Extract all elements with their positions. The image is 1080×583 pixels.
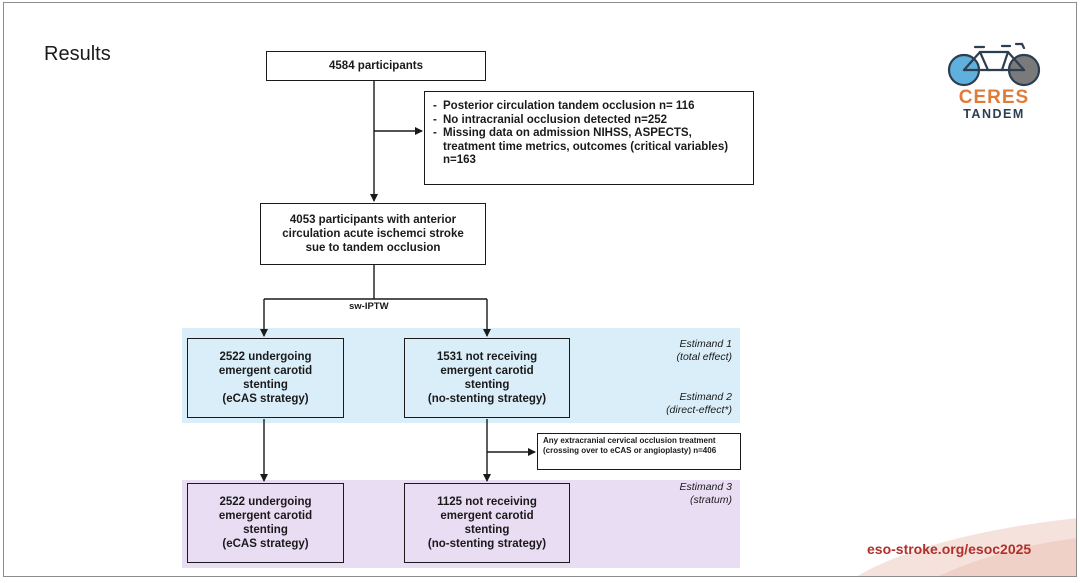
no-stenting-group-line: stenting <box>464 379 510 391</box>
ecas-group-line: 2522 undergoing <box>219 351 312 363</box>
sw-iptw-label: sw-IPTW <box>349 301 389 312</box>
no-stenting-group-line: emergent carotid <box>440 365 534 377</box>
estimand-title: Estimand 1 <box>679 338 732 350</box>
participants-count: 4584 participants <box>329 60 423 72</box>
ecas-final-box: 2522 undergoing emergent carotid stentin… <box>187 483 344 563</box>
crossover-box: Any extracranial cervical occlusion trea… <box>537 433 741 470</box>
ecas-group-box: 2522 undergoing emergent carotid stentin… <box>187 338 344 418</box>
exclusion-box: Posterior circulation tandem occlusion n… <box>424 91 754 185</box>
no-stenting-final-box: 1125 not receiving emergent carotid sten… <box>404 483 570 563</box>
ecas-final-line: 2522 undergoing <box>219 496 312 508</box>
estimand-band-blue <box>182 328 740 423</box>
estimand-title: Estimand 2 <box>679 391 732 403</box>
exclusion-item: Posterior circulation tandem occlusion n… <box>433 100 745 114</box>
slide-title: Results <box>44 43 111 65</box>
ecas-final-line: emergent carotid <box>218 510 313 522</box>
ecas-final-line: (eCAS strategy) <box>222 538 309 550</box>
estimand-2-label: Estimand 2 (direct-effect*) <box>666 391 732 417</box>
estimand-subtitle: (total effect) <box>676 351 732 363</box>
no-stenting-group-box: 1531 not receiving emergent carotid sten… <box>404 338 570 418</box>
estimand-title: Estimand 3 <box>679 481 732 493</box>
slide: Results 4584 participants Posterior circ… <box>3 2 1077 577</box>
no-stenting-final-line: emergent carotid <box>440 510 534 522</box>
no-stenting-final-line: 1125 not receiving <box>437 496 537 508</box>
cohort-line: sue to tandem occlusion <box>305 242 441 254</box>
estimand-3-label: Estimand 3 (stratum) <box>679 481 732 507</box>
estimand-band-purple <box>182 480 740 568</box>
no-stenting-final-line: (no-stenting strategy) <box>427 538 547 550</box>
logo-text-ceres: CERES <box>958 87 1030 108</box>
flowchart-connectors <box>260 81 536 482</box>
no-stenting-group-line: (no-stenting strategy) <box>427 393 547 405</box>
logo-text-tandem: TANDEM <box>963 107 1025 121</box>
cohort-line: 4053 participants with anterior <box>289 214 457 226</box>
participants-box: 4584 participants <box>266 51 486 81</box>
ecas-group-line: stenting <box>243 379 288 391</box>
footer-url[interactable]: eso-stroke.org/esoc2025 <box>867 541 1032 557</box>
estimand-1-label: Estimand 1 (total effect) <box>677 338 732 364</box>
ecas-group-line: (eCAS strategy) <box>222 393 309 405</box>
tandem-bicycle-icon <box>947 42 1041 87</box>
ecas-final-line: stenting <box>243 524 288 536</box>
footer-swoosh <box>857 518 1076 576</box>
exclusion-item: Missing data on admission NIHSS, ASPECTS… <box>433 127 745 168</box>
ecas-group-line: emergent carotid <box>218 365 313 377</box>
estimand-subtitle: (stratum) <box>690 494 732 506</box>
no-stenting-group-line: 1531 not receiving <box>436 351 538 363</box>
exclusion-item: No intracranial occlusion detected n=252 <box>433 114 745 128</box>
cohort-line: circulation acute ischemci stroke <box>282 228 464 240</box>
no-stenting-final-line: stenting <box>464 524 510 536</box>
cohort-box: 4053 participants with anterior circulat… <box>260 203 486 265</box>
estimand-subtitle: (direct-effect*) <box>666 404 732 416</box>
